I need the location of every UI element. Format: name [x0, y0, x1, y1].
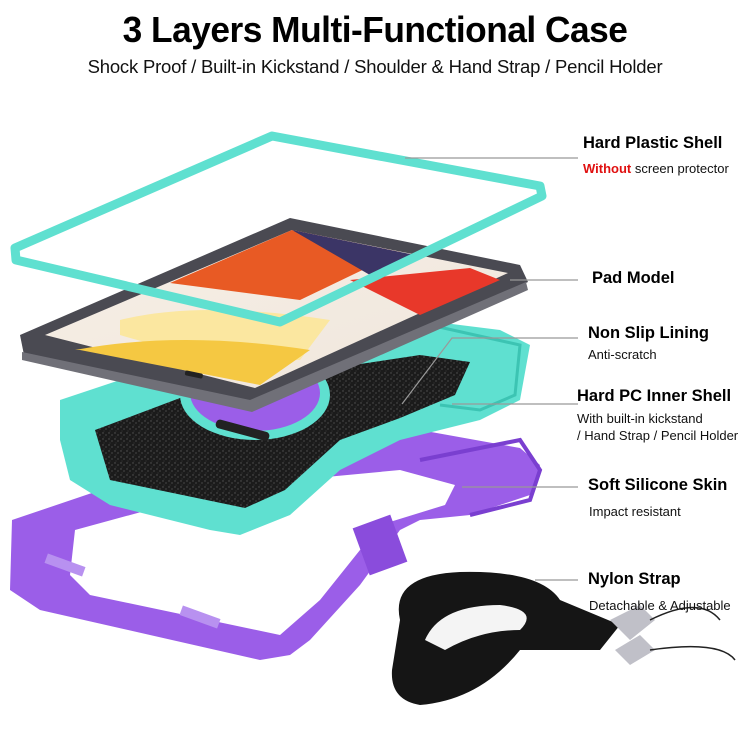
page-title: 3 Layers Multi-Functional Case [122, 9, 628, 50]
hard-plastic-shell [10, 131, 547, 327]
callout-desc-line1: With built-in kickstand [577, 411, 703, 426]
callout-title: Hard PC Inner Shell [577, 387, 732, 405]
callout-desc-highlight: Without [583, 161, 632, 176]
callout-desc-rest: screen protector [631, 161, 729, 176]
callout-title: Pad Model [592, 269, 675, 287]
callout-desc: Anti-scratch [588, 347, 657, 362]
callout-desc-line2: / Hand Strap / Pencil Holder [577, 428, 739, 443]
callout-title: Nylon Strap [588, 570, 681, 588]
callout-desc: Without screen protector [583, 160, 729, 177]
callout-desc: Detachable & Adjustable [589, 598, 731, 613]
callout-title: Hard Plastic Shell [583, 134, 723, 152]
leader-lines [401, 157, 578, 581]
callout-desc: Impact resistant [589, 504, 681, 519]
header: 3 Layers Multi-Functional Case Shock Pro… [0, 8, 750, 80]
callout-title: Soft Silicone Skin [588, 476, 728, 494]
nylon-strap [391, 571, 736, 705]
callout-title: Non Slip Lining [588, 324, 709, 342]
page-subtitle: Shock Proof / Built-in Kickstand / Shoul… [87, 56, 663, 77]
